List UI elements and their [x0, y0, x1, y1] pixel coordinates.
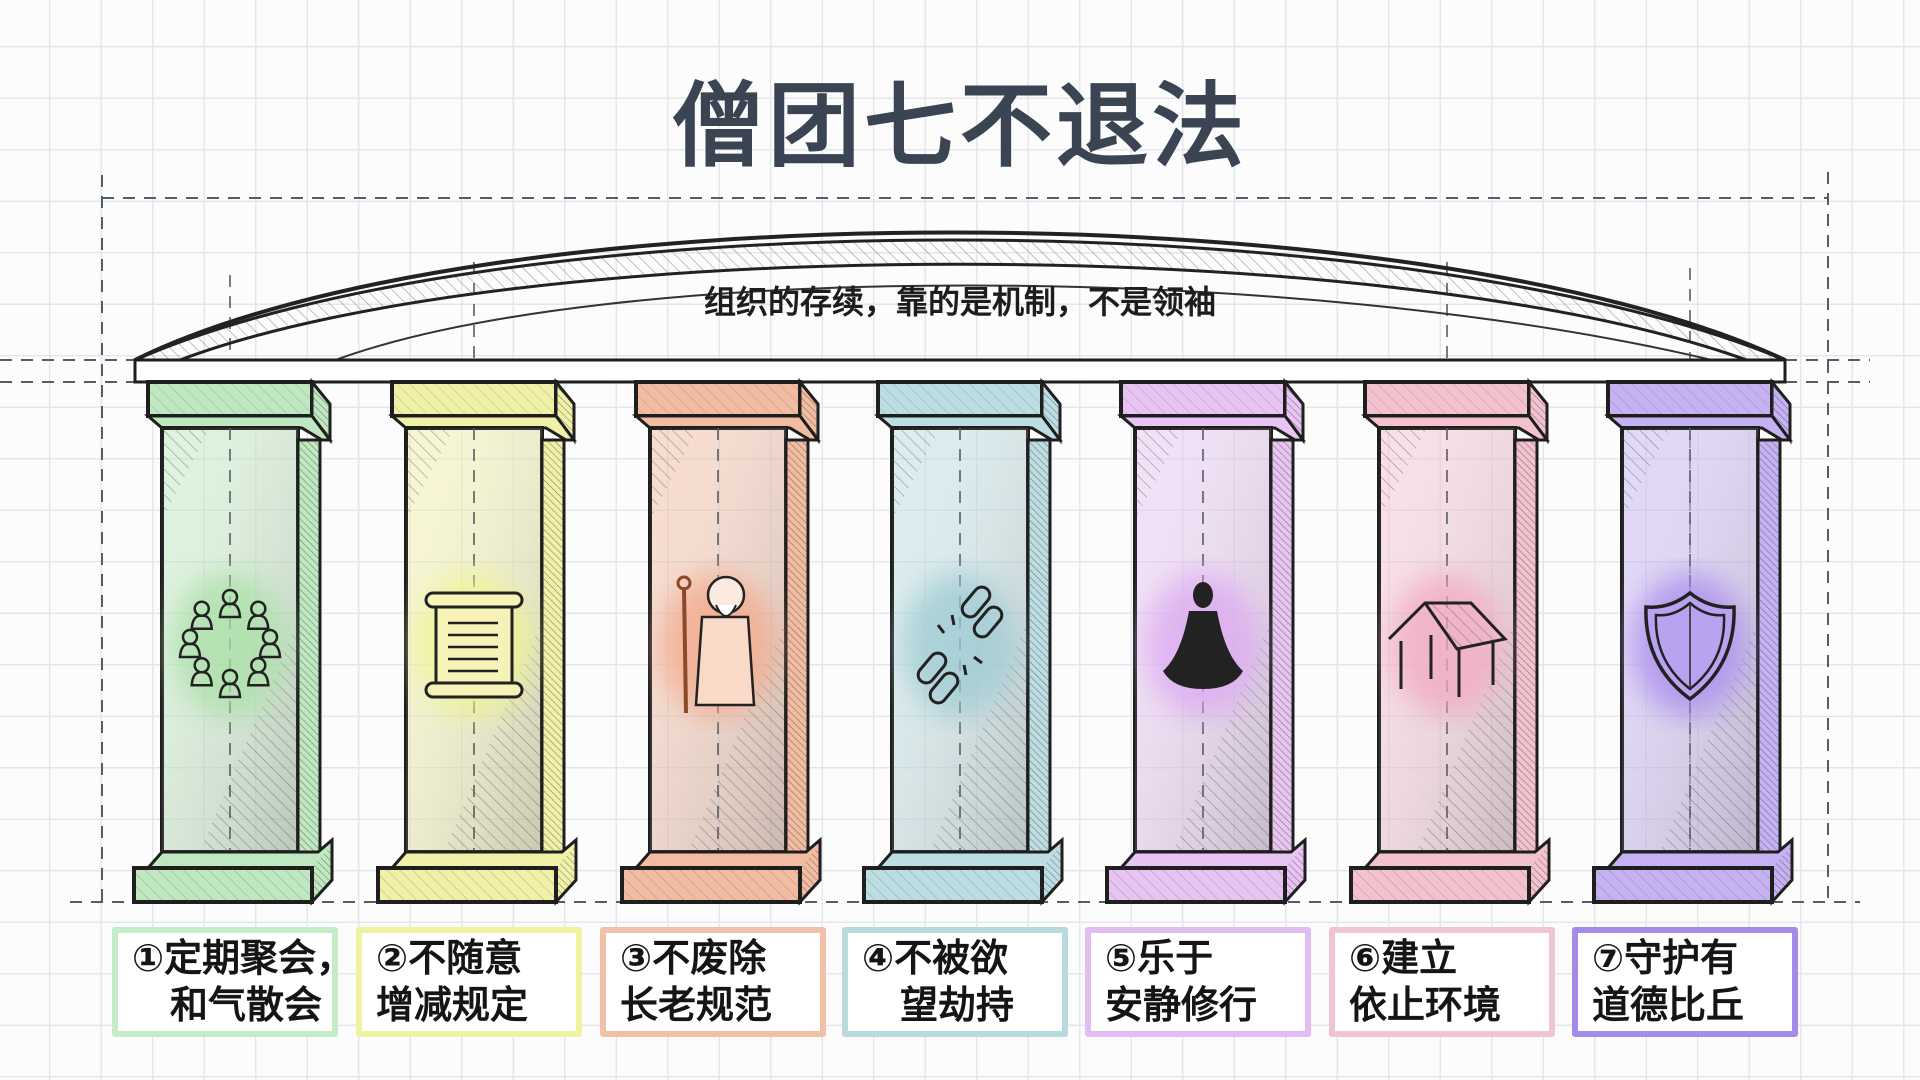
pillars-group: [132, 377, 1794, 906]
pillar-base: [132, 836, 334, 906]
pillar-label-2: ②不随意增减规定: [356, 927, 582, 1037]
label-line-1: ①定期聚会，: [132, 936, 355, 980]
diagram-title: 僧团七不退法: [671, 73, 1248, 180]
roof-beam: [133, 358, 1787, 384]
icon-glow: [902, 573, 1018, 717]
label-line-2: 安静修行: [1105, 983, 1258, 1027]
label-line-2: 和气散会: [170, 983, 323, 1027]
pillar-base: [1349, 836, 1551, 906]
label-line-1: ③不废除: [620, 936, 767, 980]
pillar-1: [132, 377, 334, 906]
label-line-1: ⑥建立: [1349, 936, 1458, 980]
shield-icon: [1644, 590, 1736, 702]
label-line-2: 增减规定: [376, 983, 529, 1027]
pillar-label-5: ⑤乐于安静修行: [1085, 927, 1311, 1037]
label-line-2: 道德比丘: [1592, 983, 1745, 1027]
meditation-icon: [1163, 582, 1243, 689]
label-line-1: ②不随意: [376, 936, 523, 980]
pillar-7: [1592, 377, 1794, 906]
pillar-label-3: ③不废除长老规范: [600, 927, 826, 1037]
scroll-icon: [424, 591, 524, 699]
pillar-label-4: ④不被欲望劫持: [842, 927, 1068, 1037]
pillar-2: [376, 377, 578, 906]
broken-chain-icon: [916, 585, 1004, 705]
monks-circle-icon: [178, 588, 282, 699]
label-line-2: 长老规范: [620, 983, 773, 1027]
pillar-5: [1105, 377, 1307, 906]
label-line-2: 依止环境: [1349, 983, 1502, 1027]
label-line-1: ⑤乐于: [1105, 936, 1214, 980]
pillar-base: [620, 836, 822, 906]
pillar-base: [1592, 836, 1794, 906]
icon-glow: [1389, 573, 1505, 717]
diagram-subtitle: 组织的存续，靠的是机制，不是领袖: [703, 283, 1216, 321]
pillar-label-6: ⑥建立依止环境: [1329, 927, 1555, 1037]
pillar-base: [862, 836, 1064, 906]
pillar-base: [376, 836, 578, 906]
pillar-capital: [143, 377, 333, 445]
label-line-2: 望劫持: [900, 983, 1015, 1027]
pillar-label-7: ⑦守护有道德比丘: [1572, 927, 1798, 1037]
pillar-4: [862, 377, 1064, 906]
shelter-icon: [1387, 601, 1508, 697]
elder-monk-icon: [676, 575, 756, 714]
label-line-1: ⑦守护有: [1592, 936, 1739, 980]
pillar-6: [1349, 377, 1551, 906]
icon-glow: [172, 573, 288, 717]
pillar-label-1: ①定期聚会，和气散会: [112, 927, 355, 1037]
pillar-base: [1105, 836, 1307, 906]
pillar-capital: [1116, 377, 1306, 445]
label-line-1: ④不被欲: [862, 936, 1009, 980]
pillar-3: [620, 377, 822, 906]
